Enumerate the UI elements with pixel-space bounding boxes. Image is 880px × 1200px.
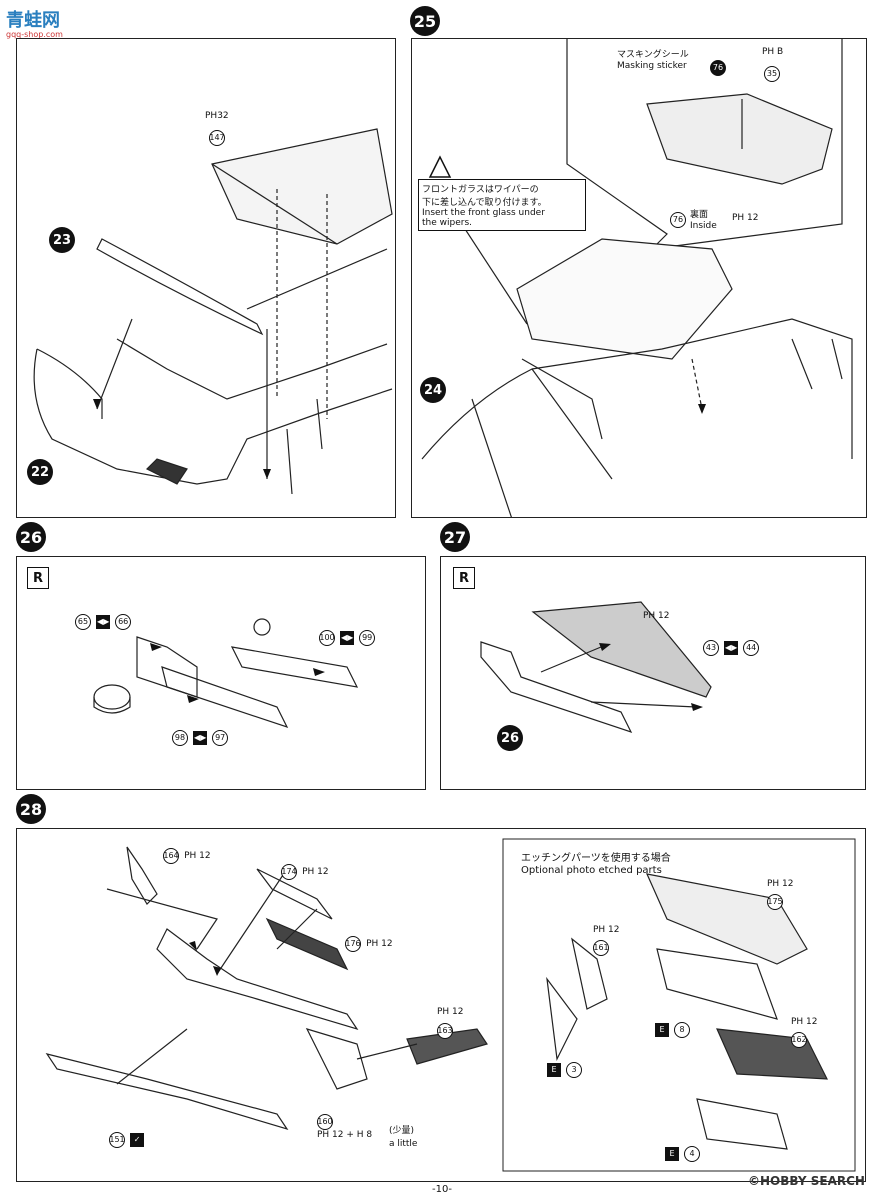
warning-box: フロントガラスはワイパーの 下に差し込んで取り付けます。 Insert the … — [418, 179, 586, 231]
part-164: 164 PH 12 — [163, 843, 211, 864]
masking-sticker-en: Masking sticker — [617, 61, 687, 71]
wing-parts-drawing — [93, 618, 359, 729]
paint-code-147: PH32 — [205, 111, 229, 121]
part-174: 174 PH 12 — [281, 859, 329, 880]
page-number: -10- — [432, 1184, 452, 1195]
paint-code-35: PH B — [762, 47, 784, 57]
part-160: 160 PH 12 + H 8 — [317, 1109, 372, 1140]
front-bumper-assembly-drawing — [33, 128, 393, 495]
etched-part-e4: E 4 — [665, 1141, 701, 1162]
mirror-pair-icon: ◀▶ — [96, 614, 111, 629]
panel-step-27: R 26 PH 12 43 ◀▶ 44 — [440, 556, 866, 790]
parts-43-44: 43 ◀▶ 44 — [703, 635, 760, 656]
panel-step-25: 24 マスキングシール Masking sticker 76 PH B 35 7… — [411, 38, 867, 518]
part-147: 147 — [209, 125, 225, 146]
logo-subtext: gqq-shop.com — [6, 30, 63, 39]
cement-icon: ✓ — [130, 1132, 145, 1147]
panel-step-28: 164 PH 12 174 PH 12 176 PH 12 PH 12 163 … — [16, 828, 866, 1182]
little-en: a little — [389, 1139, 418, 1149]
mirror-pair-icon: ◀▶ — [724, 640, 739, 655]
part-35: 35 — [764, 61, 780, 82]
part-163: PH 12 163 — [437, 999, 464, 1039]
wing-assembly-drawing — [480, 601, 712, 734]
runner-r-label: R — [453, 567, 475, 589]
panel-step-26: R 65 ◀▶ 66 100 ◀▶ 99 98 ◀▶ 97 — [16, 556, 426, 790]
inside-en: Inside — [690, 221, 717, 231]
part-151: 151 ✓ — [109, 1127, 145, 1148]
step-callout-26: 26 — [497, 725, 523, 751]
part-161: PH 12 161 — [593, 925, 620, 956]
step-number-28: 28 — [16, 794, 46, 824]
part-175: PH 12 175 — [767, 879, 794, 910]
parts-100-99: 100 ◀▶ 99 — [319, 625, 376, 646]
site-logo: 青蛙网 gqq-shop.com — [6, 6, 63, 39]
warning-jp-line1: フロントガラスはワイパーの — [422, 185, 539, 195]
paint-code-27: PH 12 — [643, 611, 670, 621]
optional-jp: エッチングパーツを使用する場合 — [521, 853, 671, 864]
front-glass-assembly-drawing — [421, 39, 853, 517]
mirror-pair-icon: ◀▶ — [193, 730, 208, 745]
warning-jp-line2: 下に差し込んで取り付けます。 — [422, 198, 547, 208]
step-callout-23: 23 — [49, 227, 75, 253]
step-number-26: 26 — [16, 522, 46, 552]
rear-diffuser-drawing — [45, 838, 856, 1172]
paint-code-inside: PH 12 — [732, 213, 759, 223]
panel-step-23: 22 23 PH32 147 — [16, 38, 396, 518]
step-callout-24: 24 — [420, 377, 446, 403]
step-number-27: 27 — [440, 522, 470, 552]
warning-icon — [428, 155, 452, 178]
parts-98-97: 98 ◀▶ 97 — [172, 725, 229, 746]
warning-en-line2: the wipers. — [422, 218, 472, 228]
runner-r-label: R — [27, 567, 49, 589]
little-jp: (少量) — [389, 1126, 415, 1136]
inside-jp: 裏面 — [690, 210, 709, 220]
parts-65-66: 65 ◀▶ 66 — [75, 609, 132, 630]
step-callout-22: 22 — [27, 459, 53, 485]
etched-part-e3: E 3 — [547, 1057, 583, 1078]
warning-en-line1: Insert the front glass under — [422, 208, 545, 218]
part-162: PH 12 162 — [791, 1017, 818, 1048]
part-176: 176 PH 12 — [345, 931, 393, 952]
part-76-inside: 76 — [670, 207, 686, 228]
part-76-top: 76 — [710, 55, 726, 76]
logo-text: 青蛙网 — [6, 10, 60, 31]
optional-en: Optional photo etched parts — [521, 865, 662, 876]
masking-sticker-jp: マスキングシール — [617, 50, 689, 60]
mirror-pair-icon: ◀▶ — [340, 630, 355, 645]
etched-part-e8: E 8 — [655, 1017, 691, 1038]
step-number-25: 25 — [410, 6, 440, 36]
watermark: ©HOBBY SEARCH — [748, 1174, 865, 1188]
